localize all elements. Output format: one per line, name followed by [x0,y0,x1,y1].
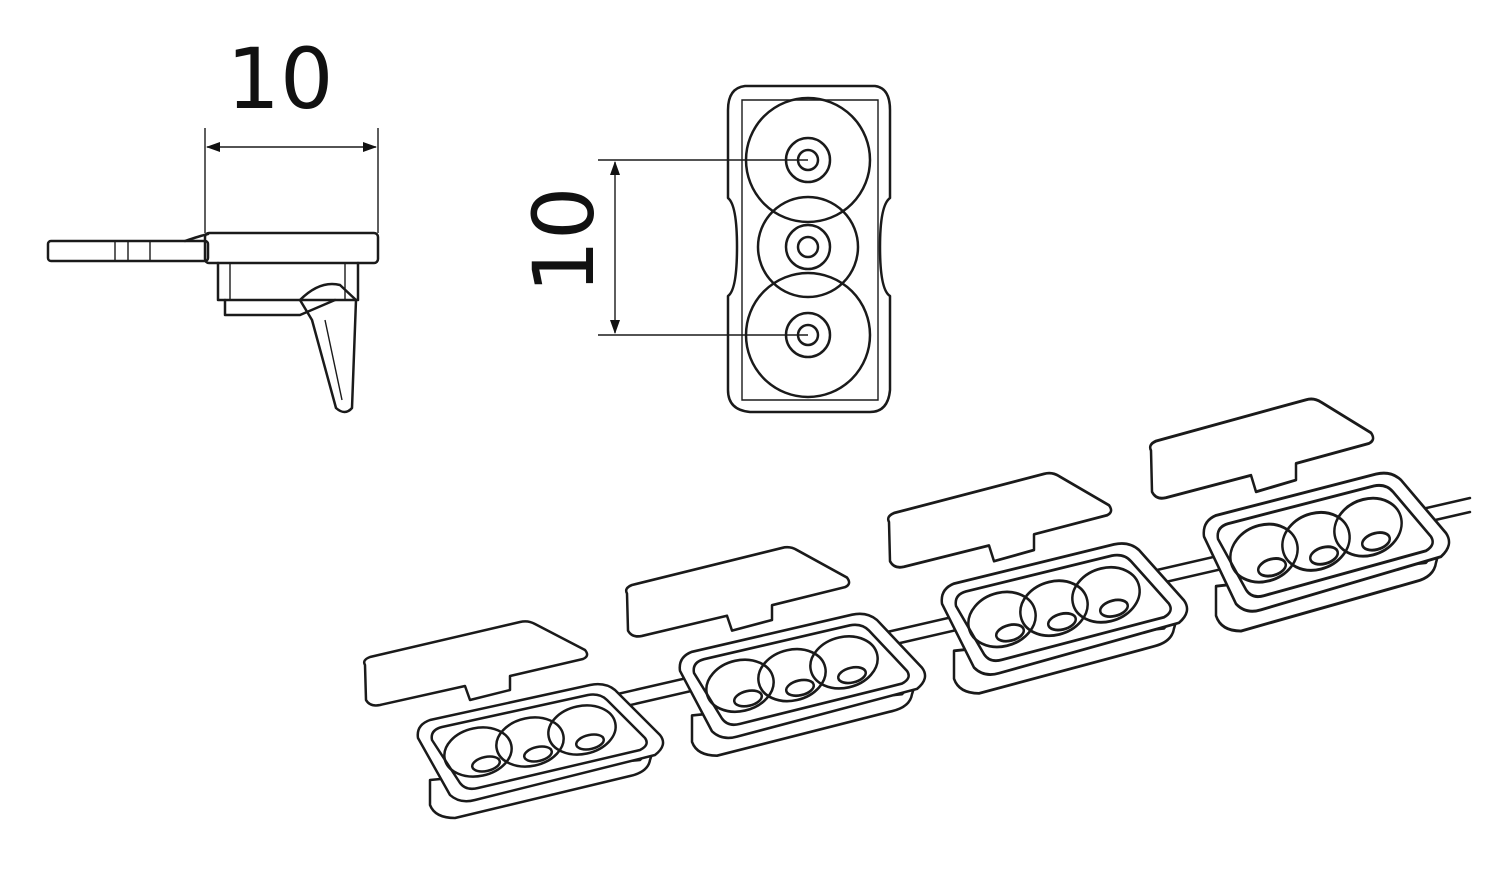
pocket-circles [744,96,872,399]
tray-unit [362,620,665,820]
side-dimension-label: 10 [227,30,334,128]
tray-unit [624,545,927,758]
tray-unit [886,471,1189,695]
side-view: 10 [46,30,380,414]
isometric-view [362,397,1472,820]
top-view: 10 [515,84,892,414]
top-dimension-label: 10 [515,187,613,294]
tray-unit [1148,397,1451,633]
